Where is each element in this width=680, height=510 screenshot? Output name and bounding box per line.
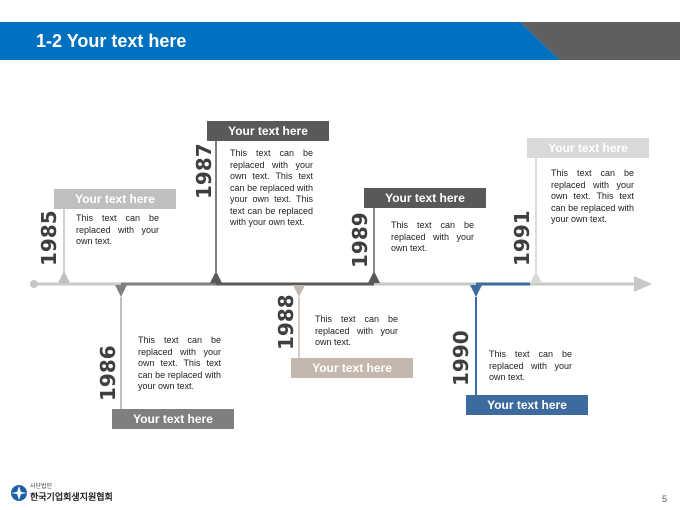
stem-1986 xyxy=(120,297,122,409)
event-label-1991: Your text here xyxy=(527,138,649,158)
event-text-1985: This text can be replaced with your own … xyxy=(76,213,159,246)
stem-1987 xyxy=(215,141,217,272)
header-background xyxy=(0,22,680,60)
stem-1985 xyxy=(63,208,65,272)
event-label-1986: Your text here xyxy=(112,409,234,429)
page-title: 1-2 Your text here xyxy=(36,31,187,51)
event-text-1989: This text can be replaced with your own … xyxy=(391,220,474,253)
event-label-1989: Your text here xyxy=(364,188,486,208)
page-number: 5 xyxy=(662,494,668,504)
stem-1988 xyxy=(298,297,300,358)
event-text-1988: This text can be replaced with your own … xyxy=(315,314,398,347)
year-1985: 1985 xyxy=(37,210,61,266)
event-text-1987: This text can be replaced with your own … xyxy=(230,148,313,227)
year-1986: 1986 xyxy=(96,345,120,401)
stem-1989 xyxy=(373,208,375,272)
header-band: 1-2 Your text here xyxy=(0,22,680,60)
event-text-1991: This text can be replaced with your own … xyxy=(551,168,634,224)
year-1991: 1991 xyxy=(510,210,534,266)
org-logo-icon xyxy=(11,485,27,501)
year-1990: 1990 xyxy=(449,330,473,386)
event-label-1990: Your text here xyxy=(466,395,588,415)
org-name: 한국기업회생지원협회 xyxy=(30,493,113,503)
stem-1990 xyxy=(475,297,477,395)
org-type-label: 사단법인 xyxy=(30,483,53,490)
year-1989: 1989 xyxy=(348,212,372,268)
year-1988: 1988 xyxy=(274,294,298,350)
event-label-1988: Your text here xyxy=(291,358,413,378)
event-text-1990: This text can be replaced with your own … xyxy=(489,349,572,382)
event-label-1987: Your text here xyxy=(207,121,329,141)
year-1987: 1987 xyxy=(192,143,216,199)
event-label-1985: Your text here xyxy=(54,189,176,209)
event-text-1986: This text can be replaced with your own … xyxy=(138,335,221,391)
stem-1991 xyxy=(535,158,537,272)
